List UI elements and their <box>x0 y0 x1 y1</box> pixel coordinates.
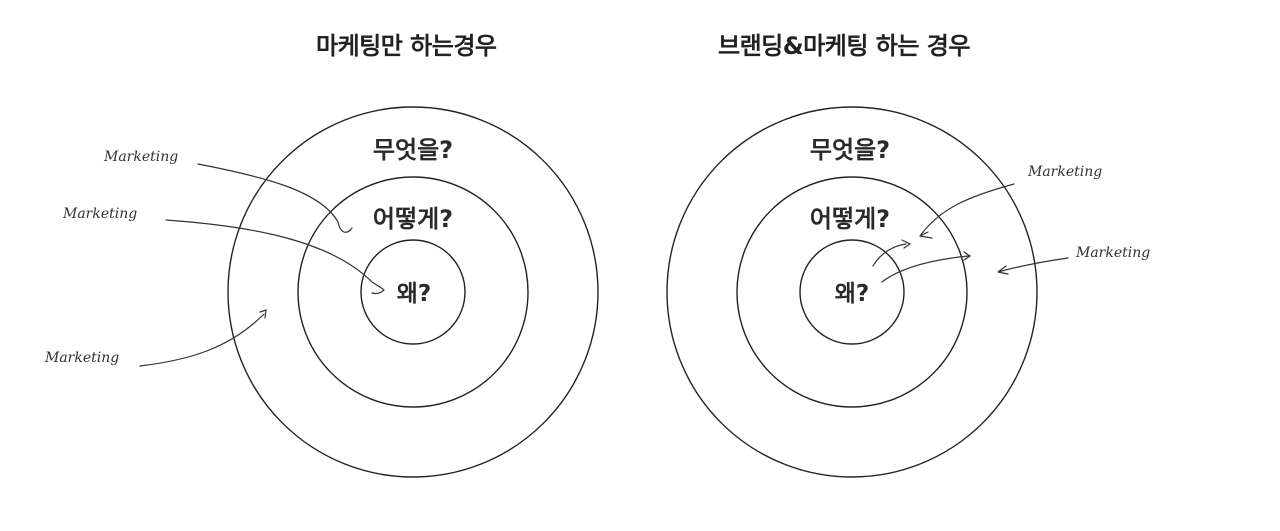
left-inner-ring <box>360 239 466 345</box>
left-middle-ring <box>297 176 529 408</box>
right-diagram: 무엇을? 어떻게? 왜? Marketing Marketing <box>666 106 1150 478</box>
left-panel-title: 마케팅만 하는경우 <box>316 32 497 60</box>
right-annotation-1: Marketing <box>1027 164 1102 180</box>
left-annotation-2: Marketing <box>62 206 137 222</box>
left-middle-label: 어떻게? <box>373 205 453 233</box>
left-diagram: 무엇을? 어떻게? 왜? Marketing Marketing Marketi… <box>44 106 599 478</box>
left-arrow-3-icon <box>139 309 267 367</box>
right-outer-ring <box>666 106 1038 478</box>
right-outward-arrow-1-icon <box>872 239 912 267</box>
right-inner-label: 왜? <box>835 281 870 307</box>
right-middle-ring <box>736 176 968 408</box>
left-arrow-2-icon <box>165 219 385 295</box>
right-outward-arrow-2-icon <box>881 251 972 283</box>
right-annotation-2: Marketing <box>1075 245 1150 261</box>
right-arrow-2-icon <box>997 257 1069 275</box>
right-outer-label: 무엇을? <box>810 136 890 164</box>
left-outer-label: 무엇을? <box>373 136 453 164</box>
right-inner-ring <box>799 239 905 345</box>
right-middle-label: 어떻게? <box>810 205 890 233</box>
right-panel-title: 브랜딩&마케팅 하는 경우 <box>718 32 970 60</box>
left-inner-label: 왜? <box>397 281 432 307</box>
left-annotation-3: Marketing <box>44 350 119 366</box>
left-annotation-1: Marketing <box>103 149 178 165</box>
left-arrow-1-icon <box>197 163 353 233</box>
left-outer-ring <box>227 106 599 478</box>
right-arrow-1-icon <box>919 183 1015 239</box>
